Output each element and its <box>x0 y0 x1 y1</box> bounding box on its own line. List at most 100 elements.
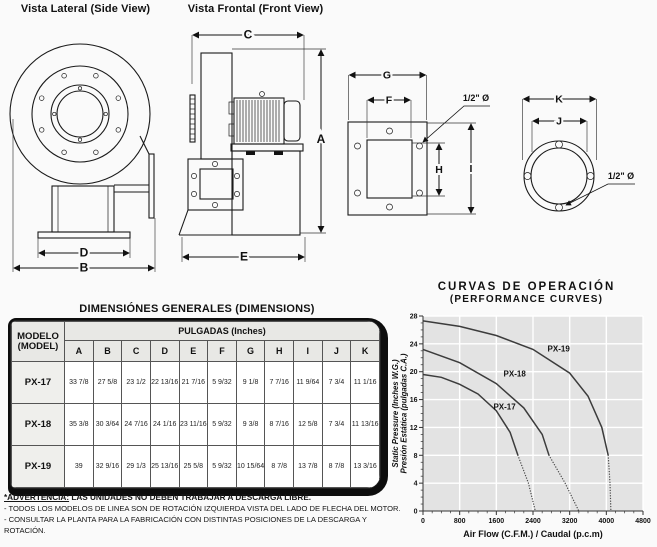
column-header: I <box>293 340 323 362</box>
model-cell: PX-17 <box>11 361 65 404</box>
y-tick-label: 24 <box>410 341 418 348</box>
dimension-f: F <box>366 93 412 138</box>
dim-label-j: J <box>556 116 562 128</box>
value-cell: 29 1/3 <box>121 445 151 488</box>
fan-outlet-flange <box>114 135 155 219</box>
y-axis-title-es: Presión Estática (pulgadas C.A.) <box>400 353 409 473</box>
curve-dotted-px-19 <box>607 454 612 512</box>
y-tick-label: 0 <box>414 509 418 516</box>
y-tick-label: 12 <box>410 425 418 432</box>
value-cell: 27 5/8 <box>92 361 123 404</box>
column-header: J <box>321 340 352 362</box>
footnotes: *ADVERTENCIA: LAS UNIDADES NO DEBEN TRAB… <box>4 492 404 536</box>
model-cell: PX-19 <box>11 445 65 488</box>
chart-title: CURVAS DE OPERACIÓN <box>437 281 616 293</box>
curve-px-17 <box>422 373 519 456</box>
x-tick-label: 4000 <box>599 518 615 525</box>
value-cell: 32 9/16 <box>92 445 123 488</box>
dimension-d: D <box>37 238 131 262</box>
value-cell: 9 1/8 <box>235 361 266 404</box>
value-cell: 7 3/4 <box>321 403 352 446</box>
value-cell: 35 3/8 <box>64 403 94 446</box>
x-axis-title: Air Flow (C.F.M.) / Caudal (p.c.m) <box>463 529 603 539</box>
dimension-g: G <box>348 68 427 120</box>
dim-label-b: B <box>80 261 89 275</box>
column-header: F <box>207 340 237 362</box>
column-header: D <box>149 340 180 362</box>
column-header: H <box>264 340 294 362</box>
table-title: DIMENSIÓNES GENERALES (DIMENSIONS) <box>79 303 315 315</box>
dimension-c: C <box>191 26 305 100</box>
hole-callout: 1/2" Ø <box>422 93 490 143</box>
dimension-b: B <box>12 119 156 276</box>
value-cell: 24 1/16 <box>149 403 180 446</box>
warning-text: LAS UNIDADES NO DEBEN TRABAJAR A DESCARG… <box>69 493 312 502</box>
curve-label-px-17: PX-17 <box>493 402 516 411</box>
column-header: B <box>92 340 123 362</box>
value-cell: 22 13/16 <box>149 361 180 404</box>
units-group-header: PULGADAS (Inches) <box>64 321 380 341</box>
y-tick-label: 16 <box>410 397 418 404</box>
value-cell: 5 9/32 <box>207 403 237 446</box>
value-cell: 13 7/8 <box>293 445 323 488</box>
fan-housing <box>189 52 233 160</box>
value-cell: 5 9/32 <box>207 445 237 488</box>
rect-flange-diagram: G F 1/2" Ø H I <box>347 68 490 216</box>
y-tick-label: 8 <box>414 453 418 460</box>
round-flange-outline <box>523 140 595 212</box>
dimension-a: A <box>232 48 328 234</box>
dim-label-a: A <box>317 132 326 146</box>
dimension-i: I <box>427 122 476 215</box>
model-header-line1: MODELO <box>17 330 59 342</box>
hole-diameter-label: 1/2" Ø <box>608 171 634 181</box>
curve-px-18 <box>422 348 550 456</box>
value-cell: 8 7/8 <box>264 445 294 488</box>
column-header: A <box>64 340 94 362</box>
dim-label-k: K <box>555 94 563 106</box>
y-tick-label: 4 <box>414 481 418 488</box>
value-cell: 5 9/32 <box>207 361 237 404</box>
fan-scroll-outline <box>9 43 151 185</box>
x-tick-label: 0 <box>421 518 425 525</box>
dimension-j: J <box>531 114 588 152</box>
value-cell: 23 1/2 <box>121 361 151 404</box>
fan-base <box>178 150 301 236</box>
side-view-diagram: D B <box>9 43 156 276</box>
warning-line: *ADVERTENCIA: LAS UNIDADES NO DEBEN TRAB… <box>4 492 404 503</box>
dim-label-i: I <box>470 163 473 175</box>
dim-label-c: C <box>244 28 253 42</box>
rect-flange-outline <box>347 121 428 216</box>
x-tick-label: 4800 <box>635 518 651 525</box>
value-cell: 33 7/8 <box>64 361 94 404</box>
model-header: MODELO (MODEL) <box>11 321 65 362</box>
round-flange-diagram: K J 1/2" Ø <box>522 92 635 212</box>
chart-subtitle: (PERFORMANCE CURVES) <box>449 294 604 305</box>
value-cell: 23 11/16 <box>178 403 209 446</box>
column-header: C <box>121 340 151 362</box>
y-tick-label: 20 <box>410 369 418 376</box>
value-cell: 25 13/16 <box>149 445 180 488</box>
value-cell: 13 3/16 <box>350 445 380 488</box>
model-cell: PX-18 <box>11 403 65 446</box>
dimension-e: E <box>181 237 306 266</box>
model-header-line2: (MODEL) <box>17 340 59 352</box>
value-cell: 8 7/8 <box>321 445 352 488</box>
side-view-title: Vista Lateral (Side View) <box>20 3 151 15</box>
curve-dotted-px-18 <box>548 454 580 512</box>
note-factory: - CONSULTAR LA PLANTA PARA LA FABRICACIÓ… <box>4 515 367 535</box>
value-cell: 39 <box>64 445 94 488</box>
chart-header: CURVAS DE OPERACIÓN (PERFORMANCE CURVES) <box>398 281 655 305</box>
curve-dotted-px-17 <box>517 454 536 512</box>
value-cell: 24 7/16 <box>121 403 151 446</box>
dim-label-g: G <box>383 70 391 82</box>
dim-label-f: F <box>386 95 393 107</box>
curve-label-px-19: PX-19 <box>548 345 571 354</box>
hole-diameter-label: 1/2" Ø <box>463 93 489 103</box>
value-cell: 12 5/8 <box>293 403 323 446</box>
